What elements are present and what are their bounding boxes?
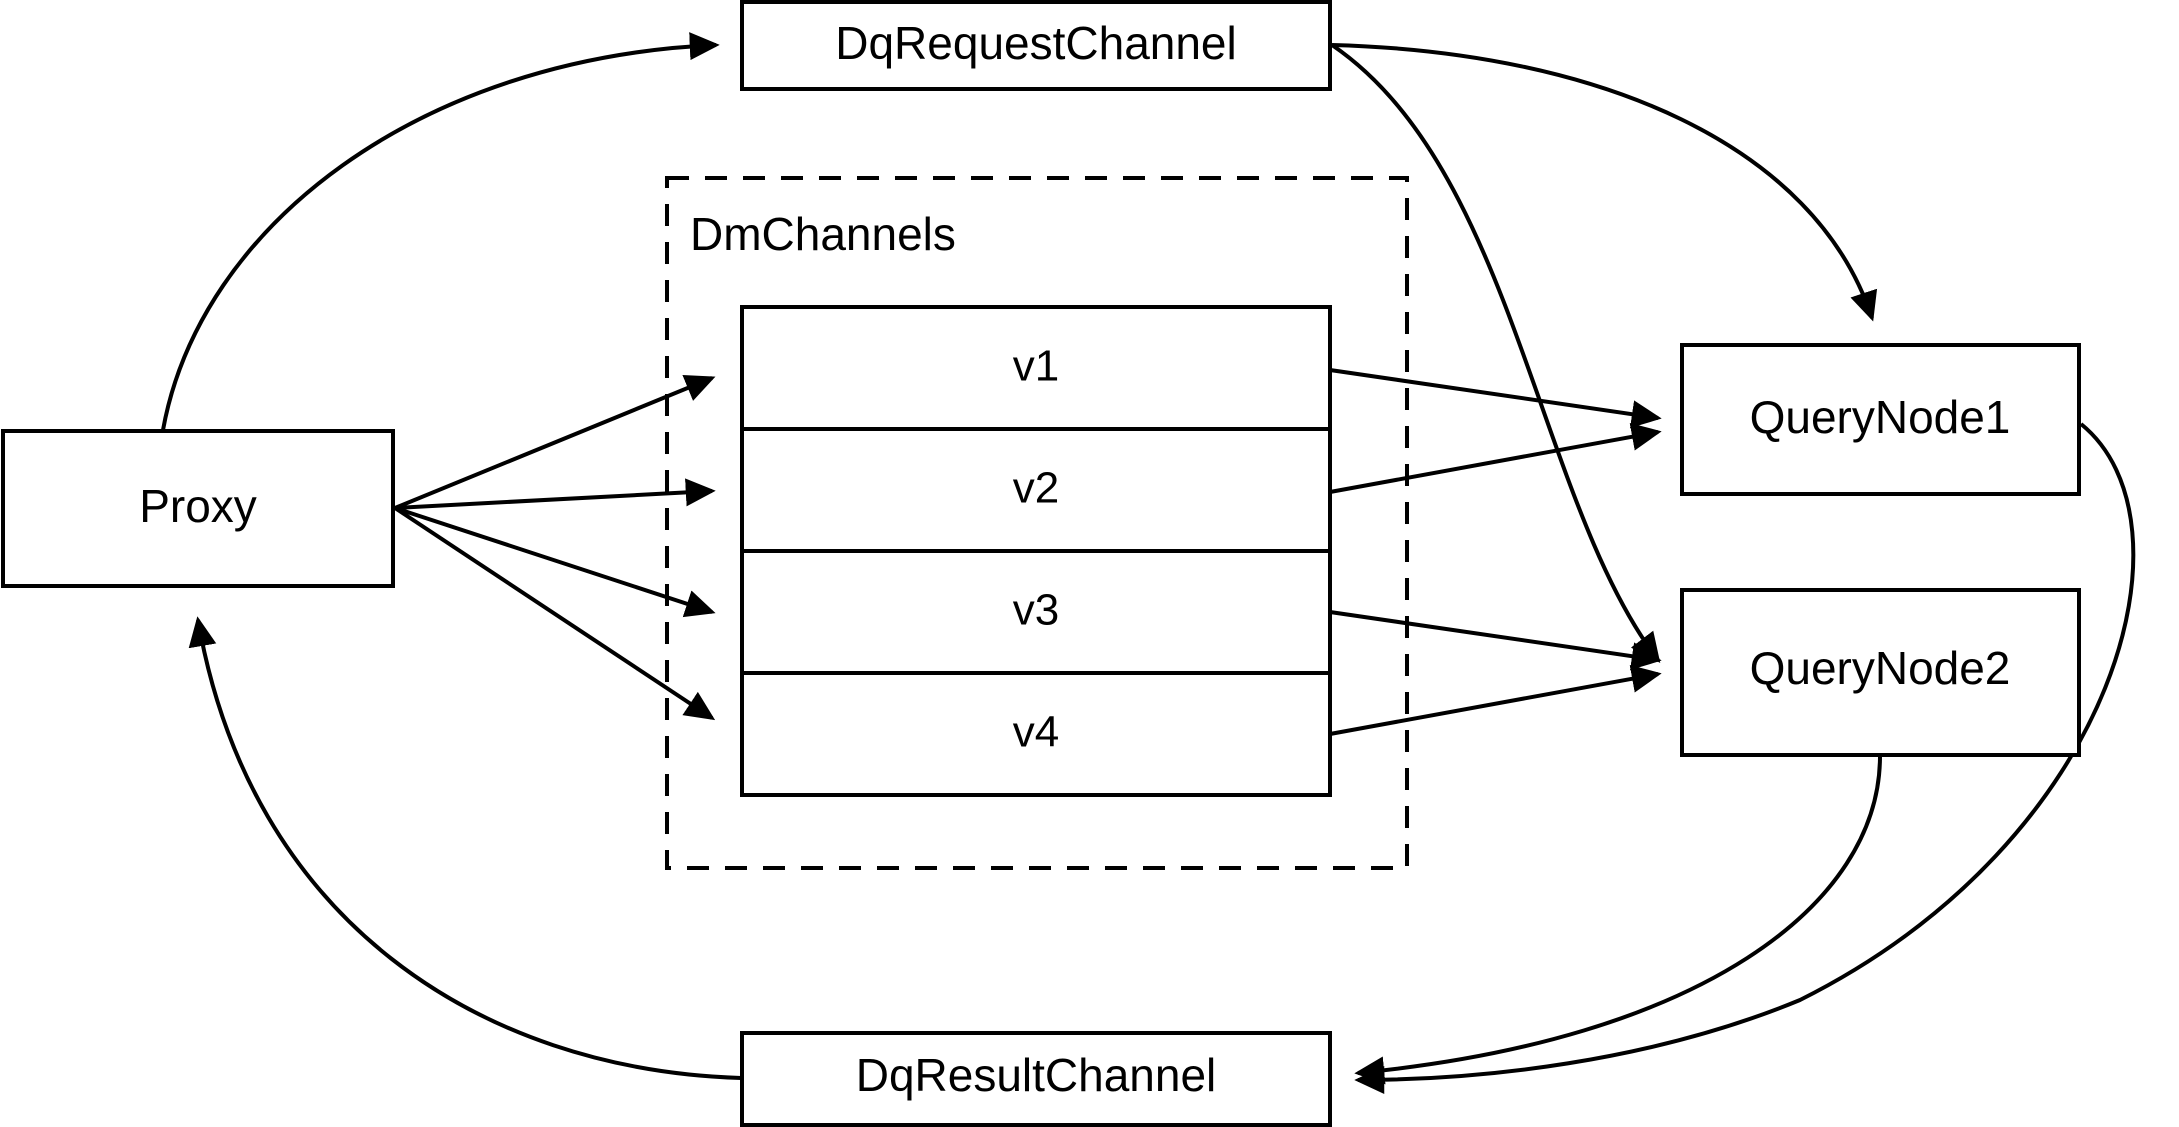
node-dq-result-channel-box[interactable] [740, 1031, 1332, 1127]
node-proxy[interactable]: Proxy [1, 429, 395, 588]
dm-channels-shard-table: v1 v2 v3 v4 [740, 305, 1332, 797]
edge-proxy-to-dqrequestchannel [161, 32, 720, 431]
node-query-node-1[interactable]: QueryNode1 [1680, 343, 2081, 496]
edge-dqresultchannel-to-proxy [188, 616, 742, 1080]
node-dq-request-channel-label: DqRequestChannel [835, 17, 1237, 69]
dm-channels-group-label: DmChannels [690, 208, 956, 260]
edge-proxy-to-v3 [394, 506, 716, 618]
edge-v1-to-querynode1 [1329, 368, 1662, 429]
edge-proxy-to-v2 [394, 478, 716, 510]
node-query-node-2-box[interactable] [1680, 588, 2081, 757]
node-query-node-1-box[interactable] [1680, 343, 2081, 496]
edge-v4-to-querynode2 [1329, 664, 1662, 736]
node-proxy-label: Proxy [139, 480, 257, 532]
edge-proxy-to-v1 [394, 375, 716, 510]
edge-dqrequestchannel-to-querynode2 [1330, 43, 1661, 663]
dm-channels-group: DmChannels [665, 176, 1409, 870]
node-query-node-1-label: QueryNode1 [1750, 391, 2011, 443]
shard-row-v3[interactable]: v3 [1013, 586, 1059, 635]
dm-channels-group-border [665, 176, 1409, 870]
node-query-node-2[interactable]: QueryNode2 [1680, 588, 2081, 757]
shard-row-v4[interactable]: v4 [1013, 708, 1059, 757]
edge-v3-to-querynode2 [1329, 610, 1662, 671]
node-dq-request-channel[interactable]: DqRequestChannel [740, 0, 1332, 91]
node-dq-result-channel[interactable]: DqResultChannel [740, 1031, 1332, 1127]
node-proxy-box[interactable] [1, 429, 395, 588]
edge-proxy-to-v4 [393, 506, 716, 721]
node-dq-result-channel-label: DqResultChannel [856, 1049, 1217, 1101]
shard-row-v1[interactable]: v1 [1013, 342, 1059, 391]
shard-row-v2[interactable]: v2 [1013, 464, 1059, 513]
edge-dqrequestchannel-to-querynode1 [1331, 43, 1878, 322]
node-dq-request-channel-box[interactable] [740, 0, 1332, 91]
node-query-node-2-label: QueryNode2 [1750, 642, 2011, 694]
edge-layer [161, 32, 2136, 1094]
edge-v2-to-querynode1 [1329, 422, 1662, 494]
edge-querynode2-to-dqresultchannel [1354, 755, 1882, 1085]
edge-querynode1-to-dqresultchannel [1354, 422, 2136, 1094]
